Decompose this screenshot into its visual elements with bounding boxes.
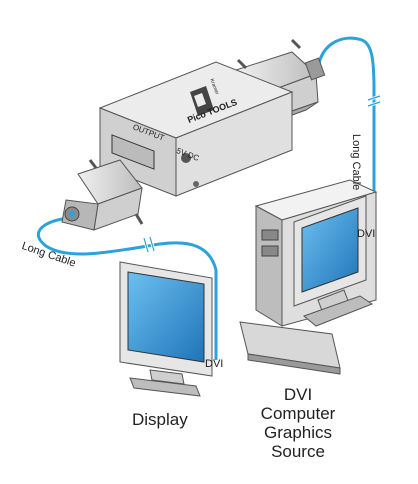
display-monitor bbox=[119, 261, 213, 397]
source-label-line3: Graphics bbox=[263, 423, 333, 442]
source-monitor bbox=[293, 195, 374, 327]
cable-extender-to-display bbox=[37, 216, 218, 360]
source-label-line1: DVI bbox=[283, 385, 313, 404]
keyboard bbox=[239, 321, 341, 375]
dvi-connector-left bbox=[61, 159, 144, 231]
display-label: Display bbox=[132, 410, 188, 429]
source-label: DVI Computer Graphics Source bbox=[258, 385, 338, 461]
dvi-display-label: DVI bbox=[205, 358, 224, 370]
long-cable-label-top: Long Cable bbox=[350, 134, 362, 191]
source-label-line2: Computer bbox=[260, 404, 336, 423]
dvi-source-label: DVI bbox=[357, 228, 376, 240]
source-label-line4: Source bbox=[271, 442, 325, 461]
extender-device bbox=[98, 61, 294, 197]
